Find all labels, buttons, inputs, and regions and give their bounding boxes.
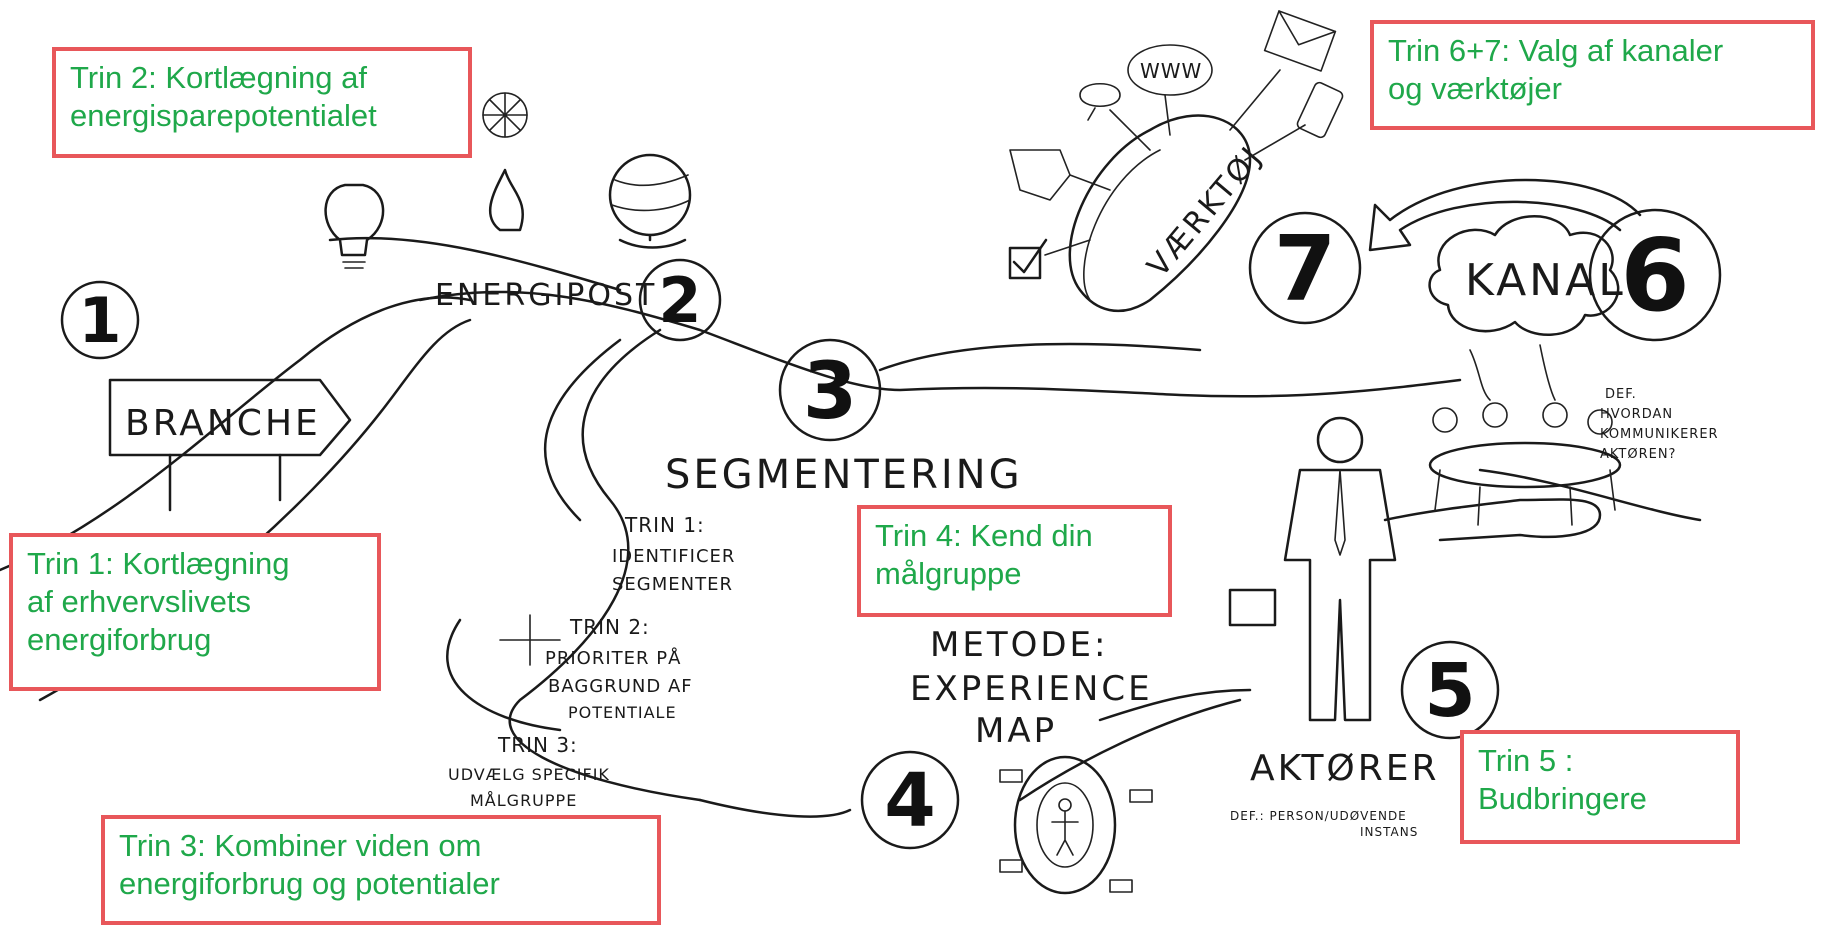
callout-trin2-line1: Trin 2: Kortlægning af — [70, 60, 367, 95]
metode-section: METODE: EXPERIENCE MAP — [910, 625, 1153, 895]
step3-title: TRIN 3: — [497, 733, 578, 757]
callout-trin1-line1: Trin 1: Kortlægning — [27, 546, 290, 581]
segmentering-label: SEGMENTERING — [665, 452, 1023, 498]
step2-line2: BAGGRUND AF — [548, 676, 693, 697]
step3-line2: MÅLGRUPPE — [470, 791, 577, 810]
step3-line1: UDVÆLG SPECIFIK — [448, 765, 610, 784]
step2-title: TRIN 2: — [569, 615, 650, 639]
segmentering-section: SEGMENTERING TRIN 1: IDENTIFICER SEGMENT… — [448, 452, 1023, 810]
number-3: 3 — [803, 347, 857, 437]
step-numbers: 1 2 3 4 5 6 7 — [60, 208, 1722, 850]
callout-trin3-line1: Trin 3: Kombiner viden om — [119, 828, 482, 863]
number-1: 1 — [78, 284, 121, 357]
kanal-def-line4: AKTØREN? — [1600, 447, 1676, 462]
number-5: 5 — [1424, 648, 1476, 734]
aktorer-def-line2: INSTANS — [1360, 825, 1418, 839]
callout-trin5-line1: Trin 5 : — [1478, 743, 1574, 778]
callout-trin3: Trin 3: Kombiner viden om energiforbrug … — [101, 815, 661, 925]
number-4: 4 — [884, 758, 936, 844]
number-2: 2 — [658, 264, 701, 337]
number-7: 7 — [1274, 217, 1337, 322]
metode-line1: METODE: — [930, 625, 1108, 665]
branche-label: BRANCHE — [125, 403, 321, 444]
callout-trin4: Trin 4: Kend din målgruppe — [857, 505, 1172, 617]
number-6: 6 — [1620, 217, 1690, 334]
callout-trin4-line1: Trin 4: Kend din — [875, 518, 1093, 553]
callout-trin4-line2: målgruppe — [875, 556, 1022, 591]
callout-trin5: Trin 5 : Budbringere — [1460, 730, 1740, 844]
step1-line2: SEGMENTER — [612, 574, 733, 595]
callout-trin67-line1: Trin 6+7: Valg af kanaler — [1388, 33, 1724, 68]
callout-trin1: Trin 1: Kortlægning af erhvervslivets en… — [9, 533, 381, 691]
callout-trin2: Trin 2: Kortlægning af energisparepotent… — [52, 47, 472, 158]
callout-trin67: Trin 6+7: Valg af kanaler og værktøjer — [1370, 20, 1815, 130]
aktorer-label: AKTØRER — [1250, 748, 1440, 789]
arrow-6-to-7 — [1368, 178, 1642, 252]
kanal-def-line1: DEF. — [1605, 387, 1637, 402]
kanal-section: KANAL DEF. HVORDAN KOMMUNIKERER AKTØREN? — [1428, 215, 1719, 526]
aktorer-section: AKTØRER DEF.: PERSON/UDØVENDE INSTANS — [1228, 416, 1602, 839]
energy-icons: ENERGIPOST — [324, 92, 692, 313]
step2-line3: POTENTIALE — [568, 703, 677, 722]
metode-line3: MAP — [975, 711, 1057, 751]
kanal-def-line3: KOMMUNIKERER — [1600, 427, 1719, 442]
kanal-label: KANAL — [1465, 255, 1626, 306]
callout-trin2-line2: energisparepotentialet — [70, 98, 377, 133]
callout-trin5-line2: Budbringere — [1478, 781, 1647, 816]
kanal-def-line2: HVORDAN — [1600, 407, 1673, 422]
callout-trin1-line2: af erhvervslivets — [27, 584, 251, 619]
step1-line1: IDENTIFICER — [612, 546, 735, 567]
energipost-label: ENERGIPOST — [435, 278, 657, 313]
www-label: WWW — [1140, 59, 1202, 83]
callout-trin3-line2: energiforbrug og potentialer — [119, 866, 500, 901]
step2-line1: PRIORITER PÅ — [545, 647, 681, 669]
metode-line2: EXPERIENCE — [910, 669, 1153, 709]
step1-title: TRIN 1: — [624, 513, 705, 537]
callout-trin1-line3: energiforbrug — [27, 622, 212, 657]
aktorer-def-line1: DEF.: PERSON/UDØVENDE — [1230, 809, 1407, 823]
callout-trin67-line2: og værktøjer — [1388, 71, 1562, 106]
branche-signpost: BRANCHE — [108, 378, 352, 512]
